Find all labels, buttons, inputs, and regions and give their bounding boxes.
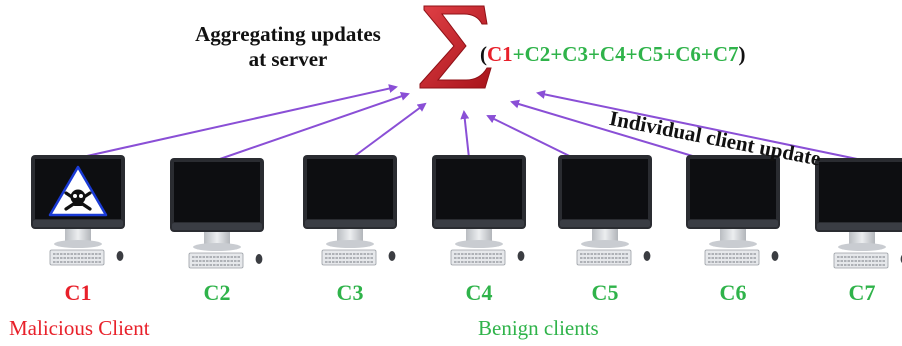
monitor-stand xyxy=(720,229,746,243)
monitor-base xyxy=(709,240,757,248)
formula-term: C2 xyxy=(524,42,551,66)
client-computer xyxy=(815,158,902,269)
monitor-chin xyxy=(688,220,778,227)
client-label: C5 xyxy=(591,280,619,305)
client-computers xyxy=(31,155,902,269)
formula-term: C4 xyxy=(599,42,626,66)
aggregation-formula: (C1+C2+C3+C4+C5+C6+C7) xyxy=(480,42,746,67)
server-caption: Aggregating updates at server xyxy=(168,22,408,72)
client-computer xyxy=(686,155,780,266)
keyboard-icon xyxy=(49,249,105,266)
formula-term: C7 xyxy=(712,42,739,66)
monitor-chin xyxy=(434,220,524,227)
arrow-icon xyxy=(460,110,470,159)
malicious-client-caption: Malicious Client xyxy=(9,316,150,340)
monitor-chin xyxy=(560,220,650,227)
mouse-icon xyxy=(388,251,396,261)
keyboard-icon xyxy=(321,249,377,266)
client-label: C7 xyxy=(848,280,876,305)
formula-close-paren: ) xyxy=(738,42,746,66)
mouse-icon xyxy=(517,251,525,261)
mouse-icon xyxy=(643,251,651,261)
keyboard-icon xyxy=(704,249,760,266)
formula-plus: + xyxy=(700,42,713,66)
monitor-base xyxy=(326,240,374,248)
monitor-stand xyxy=(466,229,492,243)
client-computer xyxy=(558,155,652,266)
client-label: C2 xyxy=(203,280,231,305)
mouse-icon xyxy=(771,251,779,261)
monitor-screen xyxy=(174,162,260,222)
keyboard-icon xyxy=(833,252,889,269)
server-caption-line-2: at server xyxy=(248,47,328,71)
formula-term: C5 xyxy=(637,42,664,66)
keyboard-icon xyxy=(576,249,632,266)
monitor-stand xyxy=(204,232,230,246)
monitor-screen xyxy=(562,159,648,219)
formula-plus: + xyxy=(550,42,563,66)
formula-open-paren: ( xyxy=(480,42,487,66)
formula-plus: + xyxy=(625,42,638,66)
monitor-screen xyxy=(436,159,522,219)
mouse-icon xyxy=(255,254,263,264)
formula-term: C6 xyxy=(675,42,701,66)
client-computer xyxy=(303,155,397,266)
monitor-stand xyxy=(65,229,91,243)
monitor-base xyxy=(838,243,886,251)
client-label: C6 xyxy=(719,280,747,305)
benign-clients-caption: Benign clients xyxy=(478,316,599,340)
client-computer xyxy=(31,155,125,266)
formula-plus: + xyxy=(663,42,676,66)
monitor-chin xyxy=(817,223,902,230)
formula-plus: + xyxy=(587,42,600,66)
warning-skull-icon xyxy=(48,165,108,217)
server-caption-line-1: Aggregating updates xyxy=(195,22,381,46)
monitor-chin xyxy=(33,220,123,227)
sigma-icon xyxy=(419,5,492,89)
keyboard-icon xyxy=(188,252,244,269)
arrow-icon xyxy=(77,84,398,159)
formula-term: C3 xyxy=(562,42,588,66)
monitor-base xyxy=(193,243,241,251)
monitor-base xyxy=(54,240,102,248)
client-computer xyxy=(170,158,264,269)
client-label: C4 xyxy=(465,280,493,305)
monitor-base xyxy=(581,240,629,248)
monitor-stand xyxy=(849,232,875,246)
monitor-screen xyxy=(307,159,393,219)
monitor-stand xyxy=(592,229,618,243)
mouse-icon xyxy=(116,251,124,261)
arrow-icon xyxy=(351,102,427,159)
monitor-screen xyxy=(690,159,776,219)
client-label: C3 xyxy=(336,280,364,305)
monitor-chin xyxy=(172,223,262,230)
keyboard-icon xyxy=(450,249,506,266)
arrow-icon xyxy=(536,90,863,161)
client-computer xyxy=(432,155,526,266)
monitor-base xyxy=(455,240,503,248)
arrow-icon xyxy=(216,92,410,161)
formula-term: C1 xyxy=(487,42,513,66)
monitor-chin xyxy=(305,220,395,227)
client-label: C1 xyxy=(64,280,92,305)
formula-plus: + xyxy=(512,42,525,66)
monitor-screen xyxy=(819,162,902,222)
monitor-stand xyxy=(337,229,363,243)
